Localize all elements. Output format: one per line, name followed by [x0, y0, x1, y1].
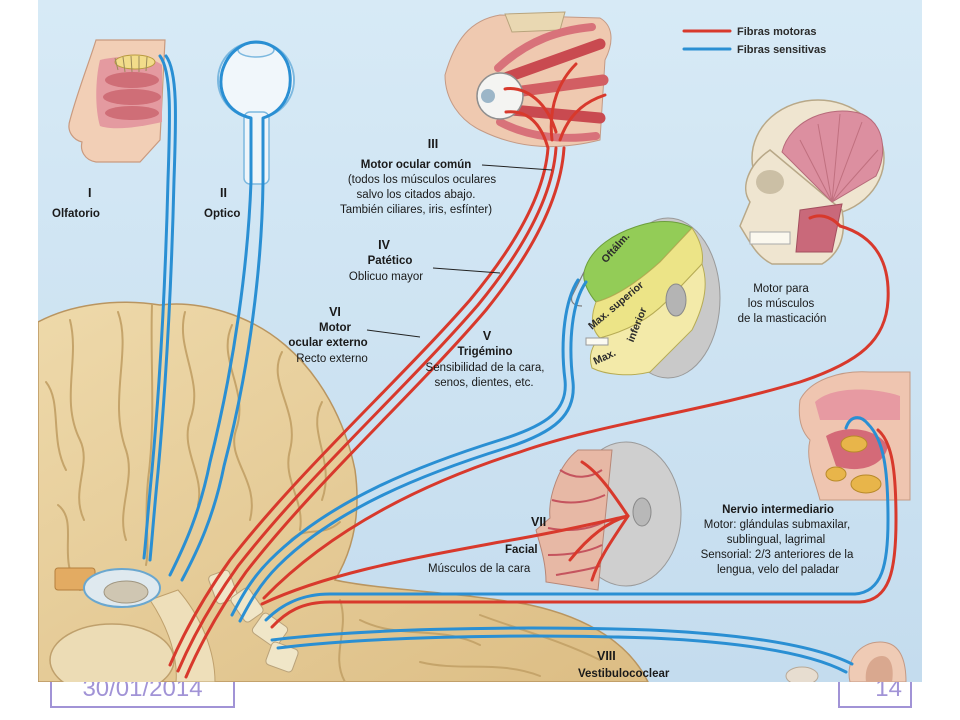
nerve-II-fiber — [219, 40, 292, 184]
label-nerve-VII: VII Facial Músculos de la cara — [428, 515, 546, 575]
nerve-II-fiber — [168, 180, 253, 577]
intermediate-desc-line: sublingual, lagrimal — [727, 534, 825, 546]
nerve-VIII-fiber — [270, 626, 854, 666]
nerve-IV-desc: Oblicuo mayor — [349, 271, 423, 283]
orbit — [756, 170, 784, 194]
nerve-VIII-numeral: VIII — [597, 649, 616, 663]
masticatory-line: Motor para — [753, 283, 809, 295]
nasal-cavity-illustration — [68, 39, 166, 163]
ear — [665, 283, 687, 317]
nerve-III-fiber — [168, 146, 550, 667]
nerve-V-motor-fiber — [262, 224, 890, 600]
nerve-VI-desc: Recto externo — [296, 353, 368, 365]
legend-sensory-label: Fibras sensitivas — [737, 44, 826, 56]
nerve-VII-branch — [580, 460, 630, 518]
nerve-II-name: Optico — [204, 208, 240, 220]
nerve-VII-numeral: VII — [531, 515, 546, 529]
salivary-gland — [825, 466, 847, 482]
legend: Fibras motoras Fibras sensitivas — [682, 26, 826, 56]
nerve-III-desc-line: salvo los citados abajo. — [357, 189, 476, 201]
nerve-II-numeral: II — [220, 186, 227, 200]
nerve-VIII-fiber — [276, 634, 848, 674]
nerve-V-numeral: V — [483, 329, 492, 343]
nerve-I-name: Olfatorio — [52, 208, 100, 220]
nerve-VI-name-line: Motor — [319, 322, 351, 334]
salivary-gland — [840, 435, 868, 453]
legend-motor-label: Fibras motoras — [737, 26, 816, 38]
label-nerve-VI: VI Motor ocular externo Recto externo — [288, 305, 367, 365]
nerve-VII-fiber — [260, 514, 630, 606]
nerve-V-name: Trigémino — [458, 346, 513, 358]
masticatory-line: los músculos — [748, 298, 815, 310]
nerve-III-desc-line: (todos los músculos oculares — [348, 174, 497, 186]
nerve-IV-numeral: IV — [378, 238, 390, 252]
nerve-VI-name-line: ocular externo — [288, 337, 367, 349]
label-nerve-VIII: VIII Vestibulococlear — [578, 649, 670, 680]
nerve-fibers — [142, 40, 898, 679]
facial-head-ear — [632, 497, 652, 527]
orbit-eyeball — [476, 72, 524, 120]
nerve-VII-branch — [590, 514, 630, 582]
cranial-nerves-diagram: Oftálm. Max. superior inferior Max. — [38, 0, 922, 682]
label-nerve-IV: IV Patético Oblicuo mayor — [349, 238, 423, 283]
nerve-IV-branch — [558, 93, 607, 142]
nerve-III-desc-line: También ciliares, iris, esfínter) — [340, 204, 492, 216]
nerve-VII-desc: Músculos de la cara — [428, 563, 531, 575]
label-nerve-I: I Olfatorio — [52, 186, 100, 220]
pons — [49, 623, 175, 682]
nerve-VII-name: Facial — [505, 544, 538, 556]
intermediate-desc-line: Motor: glándulas submaxilar, — [704, 519, 850, 531]
label-nerve-V: V Trigémino Sensibilidad de la cara, sen… — [426, 329, 545, 389]
teeth — [585, 337, 609, 346]
intermediate-nerve-branch — [844, 416, 870, 430]
nerve-III-numeral: III — [428, 137, 438, 151]
brain-cerebrum — [38, 301, 649, 682]
ear-illustration — [785, 641, 907, 682]
nerve-VI-fiber — [184, 146, 566, 679]
nerve-V-motor-branch — [808, 214, 842, 228]
label-masticatory-motor: Motor para los músculos de la masticació… — [738, 283, 827, 325]
leader-lines — [366, 164, 553, 338]
nerve-III-name: Motor ocular común — [361, 159, 472, 171]
optic-nerve-sheath — [243, 111, 270, 185]
skull-teeth — [749, 231, 791, 245]
nerve-VII-branch — [568, 514, 630, 562]
label-nerve-III: III Motor ocular común (todos los múscul… — [340, 137, 496, 216]
nerve-II-fiber — [180, 180, 265, 582]
masticatory-line: de la masticación — [738, 313, 827, 325]
masseter-muscle — [795, 203, 843, 253]
intermediate-nerve-sensory — [264, 422, 890, 622]
label-nerve-II: II Optico — [204, 186, 240, 220]
nerve-V-sensory-fiber — [238, 280, 588, 623]
nerve-VIII-name: Vestibulococlear — [578, 668, 670, 680]
nerve-VI-numeral: VI — [329, 305, 341, 319]
nerve-V-desc-line: Sensibilidad de la cara, — [426, 362, 545, 374]
nerve-V-sensory-fiber — [230, 278, 580, 617]
salivary-gland — [850, 474, 882, 494]
nerve-I-fiber — [142, 54, 171, 560]
intermediate-name: Nervio intermediario — [722, 504, 834, 516]
nerve-IV-name: Patético — [368, 255, 413, 267]
trigeminal-face-illustration: Oftálm. Max. superior inferior Max. — [570, 217, 721, 379]
olfactory-bulb — [114, 54, 156, 70]
nerve-III-branch — [549, 62, 578, 142]
nerve-VI-branch — [503, 87, 558, 134]
orbit-muscles-illustration — [444, 11, 612, 148]
intermediate-desc-line: Sensorial: 2/3 anteriores de la — [701, 549, 854, 561]
nerve-root-stump — [230, 587, 264, 623]
intermediate-desc-line: lengua, velo del paladar — [717, 564, 839, 576]
oral-cavity-illustration — [798, 371, 911, 501]
nerve-I-numeral: I — [88, 186, 91, 200]
nerve-I-fiber — [148, 54, 177, 562]
pituitary-gland — [103, 580, 149, 604]
nerve-V-desc-line: senos, dientes, etc. — [434, 377, 533, 389]
nerve-III-branch — [504, 110, 550, 150]
label-intermediate-nerve: Nervio intermediario Motor: glándulas su… — [701, 504, 854, 576]
intermediate-nerve-motor — [270, 428, 898, 629]
nerve-IV-fiber — [176, 146, 558, 673]
